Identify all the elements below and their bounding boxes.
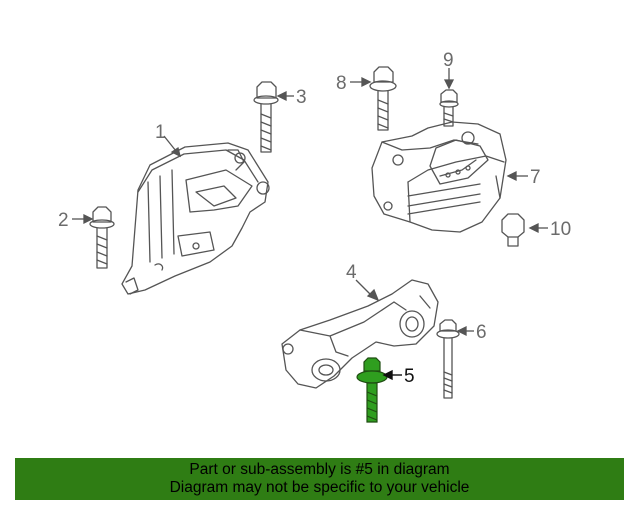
callout-8: 8 [336, 73, 347, 94]
callout-1: 1 [155, 122, 166, 143]
callout-10: 10 [550, 219, 571, 240]
callout-7: 7 [530, 167, 541, 188]
part-8-bolt [369, 66, 397, 131]
part-3-bolt [253, 81, 279, 153]
part-7-transmission-mount [371, 121, 507, 233]
part-10-bolt [501, 213, 525, 247]
callout-4: 4 [346, 262, 357, 283]
part-2-bolt [89, 206, 115, 269]
callout-5: 5 [404, 366, 415, 387]
banner-line-part: Part or sub-assembly is #5 in diagram [189, 461, 450, 478]
banner-line-disclaimer: Diagram may not be specific to your vehi… [169, 479, 470, 496]
info-banner: Part or sub-assembly is #5 in diagram Di… [15, 458, 624, 500]
part-1-engine-mount [121, 142, 270, 295]
part-6-bolt [436, 319, 460, 399]
part-9-stud [439, 89, 459, 127]
part-4-torque-rod [281, 279, 439, 389]
callout-2: 2 [58, 210, 69, 231]
part-5-bolt-highlighted [356, 357, 388, 423]
callout-6: 6 [476, 322, 487, 343]
callout-9: 9 [443, 50, 454, 71]
parts-diagram: 1 2 3 4 5 6 7 8 9 10 [58, 50, 571, 423]
callout-3: 3 [296, 87, 307, 108]
